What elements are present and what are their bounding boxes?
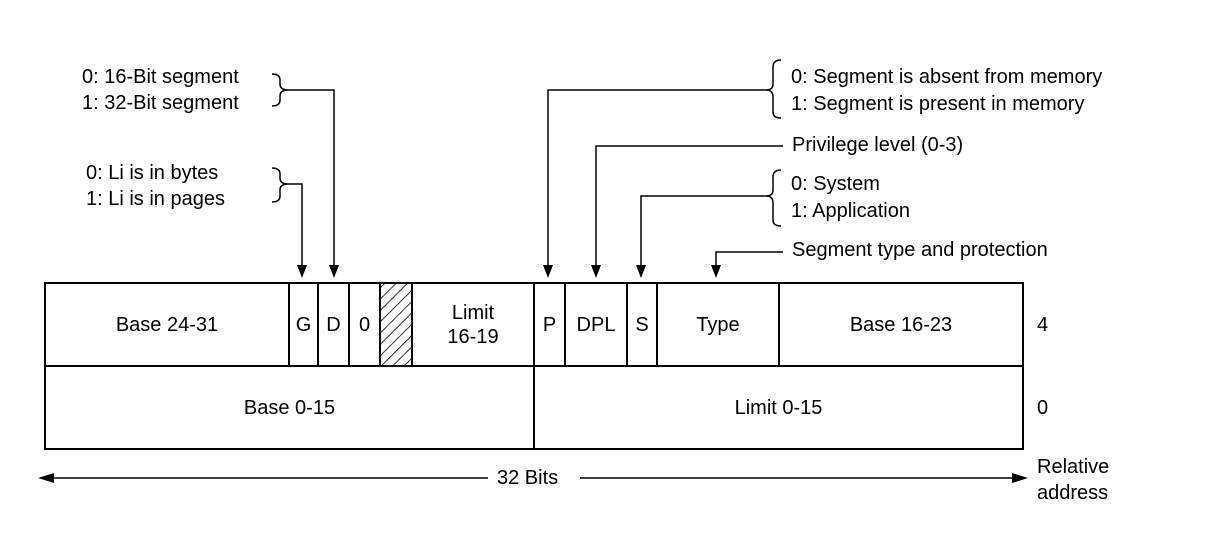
field-s: S (635, 313, 649, 336)
field-zero: 0 (358, 313, 371, 336)
field-g: G (295, 313, 312, 336)
d-bit-leader (271, 73, 335, 272)
g-bit-label-pages: 1: Li is in pages (86, 188, 225, 210)
relative-address-line1: Relative (1037, 456, 1110, 478)
d-bit-label-16: 0: 16-Bit segment (82, 66, 239, 88)
p-bit-label-absent: 0: Segment is absent from memory (791, 66, 1103, 88)
field-d: D (326, 313, 341, 336)
field-base-0-15: Base 0-15 (243, 396, 336, 419)
offset-4: 4 (1037, 314, 1049, 336)
field-base-16-23: Base 16-23 (849, 313, 953, 336)
field-base-24-31: Base 24-31 (115, 313, 219, 336)
field-type: Type (696, 313, 740, 336)
g-bit-label-bytes: 0: Li is in bytes (86, 162, 219, 184)
s-bit-label-system: 0: System (791, 173, 880, 195)
g-bit-leader (271, 167, 303, 272)
field-limit-16-19-line1: Limit (451, 301, 495, 324)
p-bit-label-present: 1: Segment is present in memory (791, 93, 1085, 115)
s-bit-leader (640, 169, 782, 272)
d-bit-label-32: 1: 32-Bit segment (82, 92, 239, 114)
dpl-label: Privilege level (0-3) (792, 134, 964, 156)
p-bit-leader (547, 59, 782, 272)
s-bit-label-application: 1: Application (791, 200, 910, 222)
field-limit-16-19-line2: 16-19 (447, 325, 499, 348)
type-label: Segment type and protection (792, 239, 1048, 261)
field-limit-0-15: Limit 0-15 (734, 396, 823, 419)
dpl-leader (595, 145, 783, 272)
offset-0: 0 (1037, 397, 1049, 419)
width-label: 32 Bits (497, 467, 559, 489)
reserved-bit-hatch (381, 284, 411, 365)
field-limit-16-19: Limit 16-19 (413, 284, 533, 365)
field-dpl: DPL (576, 313, 616, 336)
type-leader (715, 251, 783, 272)
relative-address-line2: address (1037, 482, 1109, 504)
width-arrow (38, 473, 1028, 483)
field-p: P (542, 313, 557, 336)
